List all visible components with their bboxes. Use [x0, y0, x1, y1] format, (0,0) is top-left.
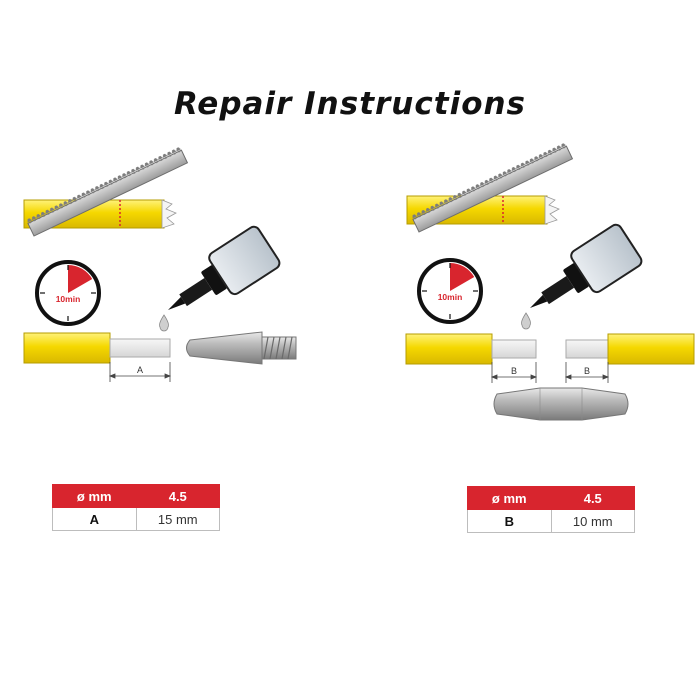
frayed-end	[544, 195, 560, 225]
page-title: Repair Instructions	[173, 86, 527, 122]
tube-segment	[23, 332, 111, 364]
glue-drop	[521, 312, 531, 330]
table-header-cell: ø mm	[467, 486, 552, 510]
timer-label: 10min	[56, 294, 81, 304]
tube-segment	[405, 333, 493, 365]
table-row-label: A	[52, 507, 137, 531]
spec-table-left: ø mm 4.5 A 15 mm	[52, 484, 221, 531]
left-cut-step	[23, 146, 189, 237]
dimension-b-right-label: B	[584, 366, 590, 376]
table-row: A 15 mm	[52, 507, 221, 531]
table-header-cell: 4.5	[550, 486, 636, 510]
exposed-core	[109, 338, 171, 358]
glue-bottle-icon	[530, 223, 643, 308]
saw-blade	[26, 146, 189, 237]
exposed-core	[565, 339, 609, 359]
timer-icon: 10min	[35, 260, 101, 326]
table-header-cell: ø mm	[52, 484, 137, 508]
dimension-b-left-label: B	[511, 366, 517, 376]
table-row-label: B	[467, 509, 552, 533]
table-header-row: ø mm 4.5	[52, 484, 221, 508]
dimension-a-label: A	[137, 365, 143, 375]
dimension-b-left	[490, 362, 538, 383]
saw-blade	[411, 142, 574, 233]
timer-label: 10min	[438, 292, 463, 302]
dimension-a	[108, 362, 172, 382]
table-row-value: 15 mm	[135, 507, 221, 531]
glue-bottle-icon	[168, 225, 281, 310]
table-row: B 10 mm	[467, 509, 636, 533]
dimension-b-right	[564, 362, 610, 383]
right-cut-step	[406, 142, 574, 233]
left-glue-step: 10min A	[23, 225, 297, 382]
frayed-end	[161, 199, 177, 229]
glue-drop	[159, 314, 169, 332]
timer-icon: 10min	[417, 258, 483, 324]
table-header-row: ø mm 4.5	[467, 486, 636, 510]
connector-sleeve	[493, 387, 629, 421]
table-header-cell: 4.5	[135, 484, 221, 508]
end-fitting	[186, 331, 297, 365]
exposed-core	[491, 339, 537, 359]
tube-segment	[607, 333, 695, 365]
table-row-value: 10 mm	[550, 509, 636, 533]
right-glue-step: 10min B B	[405, 223, 695, 421]
spec-table-right: ø mm 4.5 B 10 mm	[467, 486, 636, 533]
